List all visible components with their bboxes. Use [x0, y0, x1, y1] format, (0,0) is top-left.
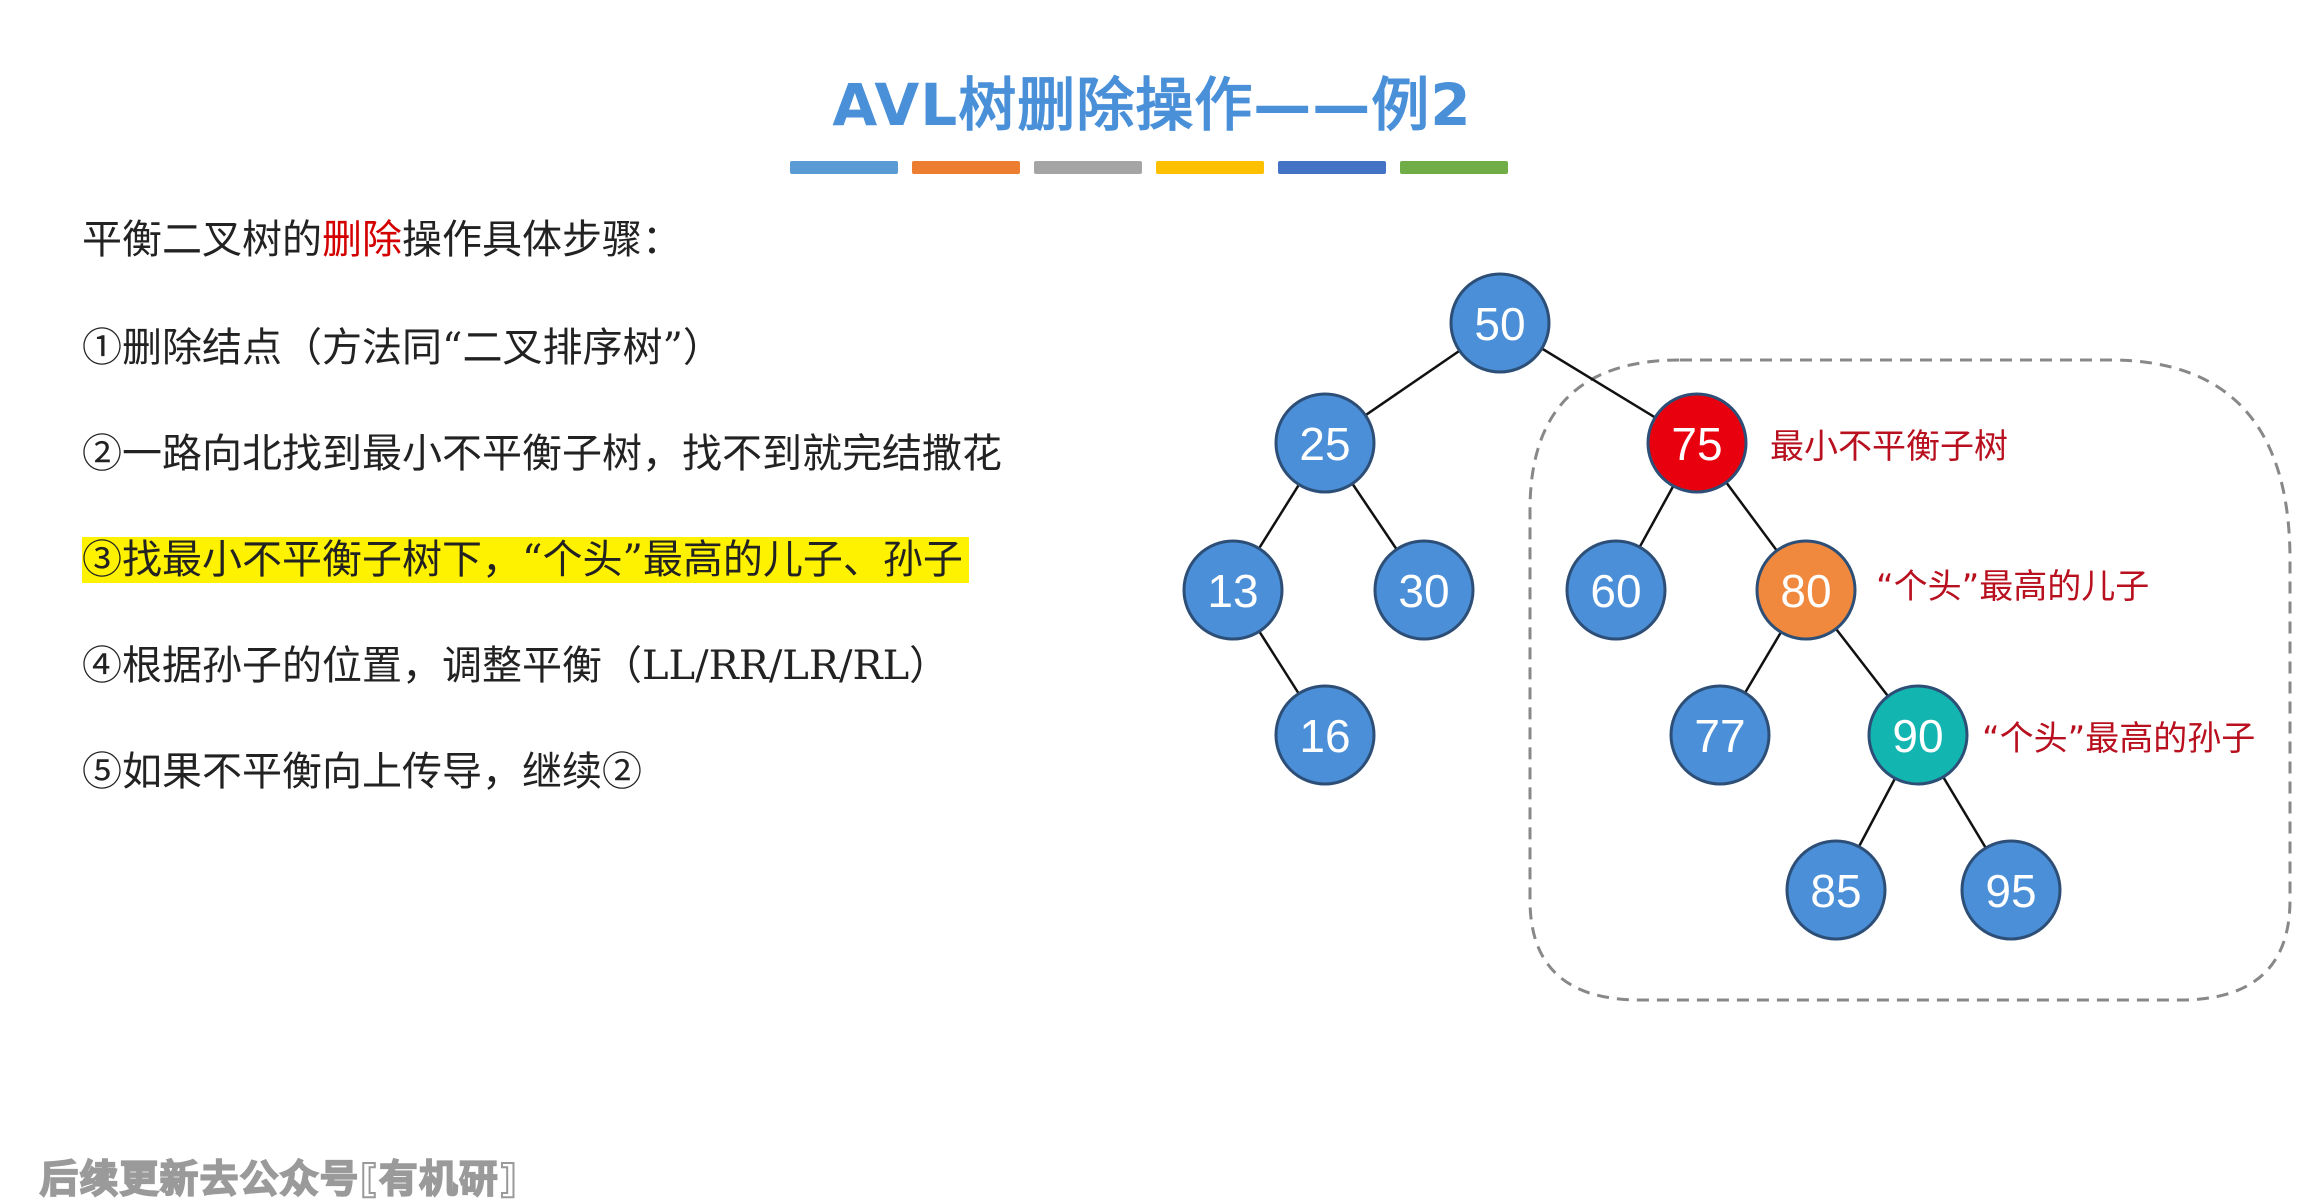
annotation-min-unbalanced-subtree: 最小不平衡子树 — [1770, 427, 2008, 467]
node-label-50: 50 — [1474, 298, 1525, 350]
annotation-tallest-grandchild: “个头”最高的孙子 — [1982, 719, 2255, 759]
underline-bar-3 — [1034, 161, 1142, 174]
node-label-75: 75 — [1671, 418, 1722, 470]
title-underline-bars — [790, 161, 1508, 174]
tree-node-25: 25 — [1274, 392, 1376, 494]
tree-node-90: 90 — [1867, 684, 1969, 786]
node-label-60: 60 — [1590, 565, 1641, 617]
underline-bar-4 — [1156, 161, 1264, 174]
tree-node-16: 16 — [1274, 684, 1376, 786]
tree-node-50: 50 — [1449, 272, 1551, 374]
node-label-90: 90 — [1892, 710, 1943, 762]
node-label-25: 25 — [1299, 418, 1350, 470]
annotation-tallest-child: “个头”最高的儿子 — [1876, 567, 2149, 607]
step-1: ①删除结点（方法同“二叉排序树”） — [82, 325, 723, 371]
node-label-13: 13 — [1207, 565, 1258, 617]
subtree-dashed-outline — [1528, 358, 2292, 1002]
node-label-77: 77 — [1694, 710, 1745, 762]
tree-node-30: 30 — [1373, 539, 1475, 641]
tree-node-75: 75 — [1646, 392, 1748, 494]
step-2: ②一路向北找到最小不平衡子树，找不到就完结撒花 — [82, 431, 1002, 477]
step-3: ③找最小不平衡子树下，“个头”最高的儿子、孙子 — [82, 530, 969, 590]
node-label-85: 85 — [1810, 865, 1861, 917]
steps-intro-red: 删除 — [322, 217, 402, 263]
node-label-80: 80 — [1780, 565, 1831, 617]
slide-title: AVL树删除操作——例2 — [832, 71, 1472, 139]
step-4: ④根据孙子的位置，调整平衡（LL/RR/LR/RL） — [82, 643, 950, 689]
underline-bar-2 — [912, 161, 1020, 174]
step-3-highlighted: ③找最小不平衡子树下，“个头”最高的儿子、孙子 — [82, 537, 969, 583]
tree-node-13: 13 — [1182, 539, 1284, 641]
tree-node-80: 80 — [1755, 539, 1857, 641]
node-label-16: 16 — [1299, 710, 1350, 762]
node-label-95: 95 — [1985, 865, 2036, 917]
underline-bar-5 — [1278, 161, 1386, 174]
steps-intro: 平衡二叉树的删除操作具体步骤： — [82, 210, 682, 270]
tree-node-85: 85 — [1785, 839, 1887, 941]
watermark-text: 后续更新去公众号[有机研] — [39, 1156, 519, 1202]
node-label-30: 30 — [1398, 565, 1449, 617]
tree-node-77: 77 — [1669, 684, 1771, 786]
underline-bar-6 — [1400, 161, 1508, 174]
underline-bar-1 — [790, 161, 898, 174]
step-5: ⑤如果不平衡向上传导，继续② — [82, 749, 642, 795]
tree-node-95: 95 — [1960, 839, 2062, 941]
steps-intro-prefix: 平衡二叉树的 — [82, 217, 322, 263]
steps-intro-suffix: 操作具体步骤： — [402, 217, 682, 263]
tree-node-60: 60 — [1565, 539, 1667, 641]
